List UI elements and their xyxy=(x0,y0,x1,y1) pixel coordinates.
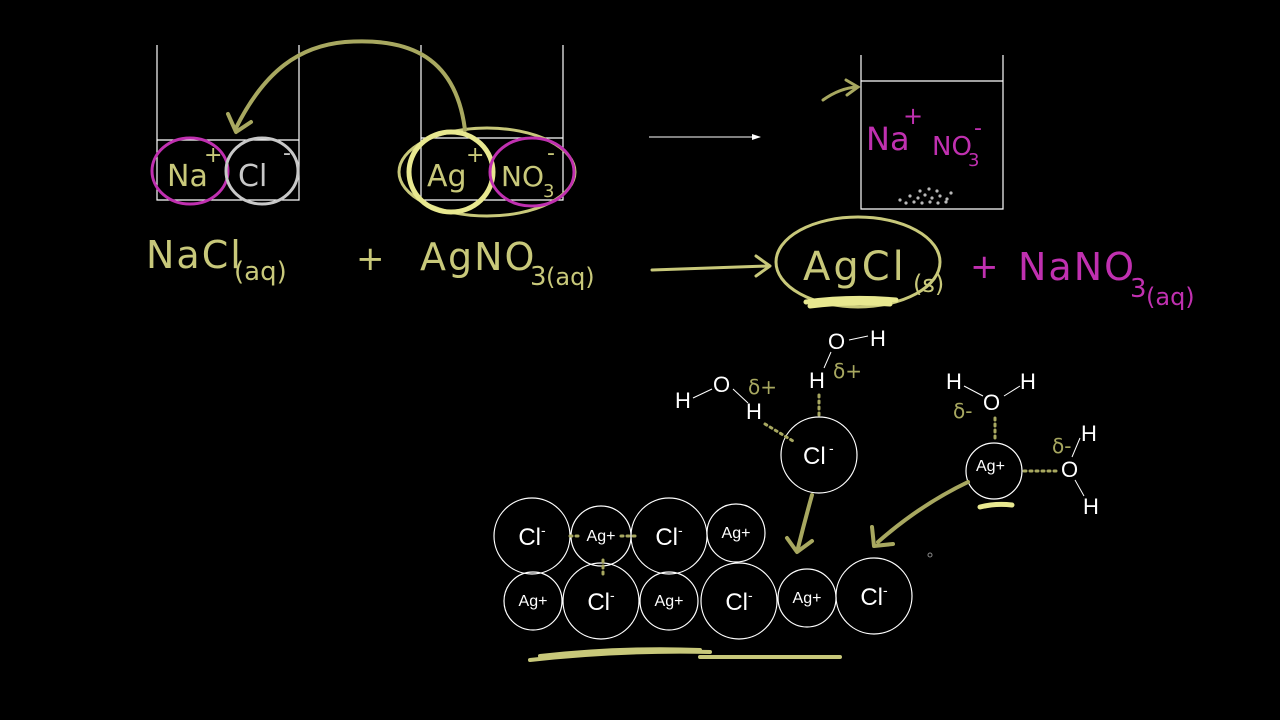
product-na-label: Na xyxy=(866,120,910,158)
equation-plus-1: + xyxy=(356,239,385,279)
ag-ion-circle xyxy=(406,129,496,215)
lattice-ion-label-bottom-2: Ag+ xyxy=(655,593,684,610)
beaker-products xyxy=(860,55,1004,210)
lattice-ion-label-top-1: Ag+ xyxy=(587,528,616,545)
equation-agno3: AgNO xyxy=(420,235,536,279)
lattice-ion-bottom-0 xyxy=(503,571,563,631)
ag-transfer-arrow xyxy=(234,39,467,132)
water2-h-right: H xyxy=(870,326,886,351)
equation-nano3-state: (aq) xyxy=(1146,283,1195,311)
water-level-arrowhead xyxy=(844,78,861,97)
product-na-charge: + xyxy=(903,102,923,130)
water1-h-left: H xyxy=(675,388,691,413)
water4-bond-bottom xyxy=(1074,479,1085,497)
agcl-lattice: Cl- Ag+ Cl- Ag+ Ag+ Cl- Ag+ Cl- Ag+ Cl- xyxy=(493,497,913,640)
cl-ion-circle xyxy=(224,136,300,206)
reaction-arrowhead xyxy=(754,254,772,278)
agcl-precipitate-circle xyxy=(774,215,942,309)
water1-h-right: H xyxy=(746,399,762,424)
na-ion-charge: + xyxy=(204,143,222,168)
solvated-cl-label: Cl xyxy=(803,443,826,470)
water2-h-down: H xyxy=(809,368,825,393)
water1-bond-left xyxy=(692,388,713,399)
reaction-arrow-top-head xyxy=(752,134,761,140)
cl-to-lattice-arrowhead xyxy=(785,536,814,554)
cl-ion-label: Cl xyxy=(238,159,267,194)
water1-oxygen: O xyxy=(713,372,730,397)
water3-h-left: H xyxy=(946,369,962,394)
no3-ion-charge: - xyxy=(547,141,555,166)
solvated-ag-ion xyxy=(965,442,1023,500)
ag-ion-label: Ag xyxy=(427,159,467,194)
water2-delta-plus: δ+ xyxy=(833,359,862,383)
ag-charge-underline xyxy=(977,501,1015,510)
water3-h-right: H xyxy=(1020,369,1036,394)
ag-to-lattice-arrow xyxy=(876,480,970,544)
equation-plus-2: + xyxy=(970,247,999,287)
water4-bond-top xyxy=(1071,437,1081,458)
equation-nacl: NaCl xyxy=(146,233,243,277)
no3-ion-subscript: 3 xyxy=(543,181,554,202)
equation-agno3-state: (aq) xyxy=(546,263,595,291)
water2-bond-down xyxy=(823,351,832,369)
solvated-cl-ion xyxy=(780,416,858,494)
water1-delta-plus: δ+ xyxy=(748,375,777,399)
lattice-ion-label-top-3: Ag+ xyxy=(722,525,751,542)
equation-nacl-state: (aq) xyxy=(234,257,287,287)
water3-delta-minus: δ- xyxy=(953,399,972,423)
solvated-cl-charge: - xyxy=(829,440,834,456)
equation-agcl-state: (s) xyxy=(913,270,944,298)
water1-cl-attraction xyxy=(763,422,795,443)
water1-bond-right xyxy=(732,388,749,404)
water3-bond-left xyxy=(963,385,984,397)
lattice-ion-label-bottom-5: Cl- xyxy=(860,582,888,611)
lattice-ion-label-bottom-4: Ag+ xyxy=(793,590,822,607)
ag-transfer-arrowhead xyxy=(226,112,253,134)
stray-dot xyxy=(927,552,933,558)
lattice-attractions xyxy=(568,534,638,577)
lattice-ion-label-bottom-1: Cl- xyxy=(587,587,615,616)
lattice-ion-bottom-5 xyxy=(835,557,913,635)
equation-agcl: AgCl xyxy=(803,244,907,290)
product-no3-label: NO xyxy=(932,132,972,162)
reaction-arrow xyxy=(650,264,770,272)
lattice-ion-label-top-0: Cl- xyxy=(518,522,546,551)
lattice-ion-bottom-2 xyxy=(639,571,699,631)
na-ion-label: Na xyxy=(167,159,208,194)
water3-bond-right xyxy=(1003,385,1021,397)
solvated-ag-label: Ag+ xyxy=(976,458,1005,475)
cl-ion-charge: - xyxy=(283,141,291,166)
water4-oxygen: O xyxy=(1061,457,1078,482)
product-no3-subscript: 3 xyxy=(968,150,979,171)
na-ion-circle xyxy=(150,136,230,206)
precipitate-sediment xyxy=(898,187,953,205)
no3-ion-circle xyxy=(488,136,576,208)
ag-to-lattice-arrowhead xyxy=(870,525,895,548)
ag-ion-charge: + xyxy=(466,143,484,168)
cl-to-lattice-arrow xyxy=(796,493,814,550)
lattice-ion-label-bottom-0: Ag+ xyxy=(519,593,548,610)
water4-h-top: H xyxy=(1081,421,1097,446)
water3-oxygen: O xyxy=(983,390,1000,415)
equation-nano3-subscript: 3 xyxy=(1130,274,1147,304)
lattice-ion-top-3 xyxy=(706,503,766,563)
water2-oxygen: O xyxy=(828,329,845,354)
lattice-underline xyxy=(528,647,842,662)
lattice-ion-label-top-2: Cl- xyxy=(655,522,683,551)
agcl-underline xyxy=(803,295,899,309)
lattice-ion-bottom-1 xyxy=(562,562,640,640)
no3-ion-label: NO xyxy=(501,160,544,193)
product-no3-charge: - xyxy=(974,116,982,141)
water4-h-bottom: H xyxy=(1083,494,1099,519)
water4-delta-minus: δ- xyxy=(1052,434,1071,458)
water-level-arrow xyxy=(821,85,859,102)
lattice-ion-label-bottom-3: Cl- xyxy=(725,587,753,616)
equation-agno3-subscript: 3 xyxy=(530,262,547,292)
water2-bond-right xyxy=(848,335,869,341)
equation-nano3: NaNO xyxy=(1018,245,1136,289)
lattice-ion-bottom-3 xyxy=(700,562,778,640)
